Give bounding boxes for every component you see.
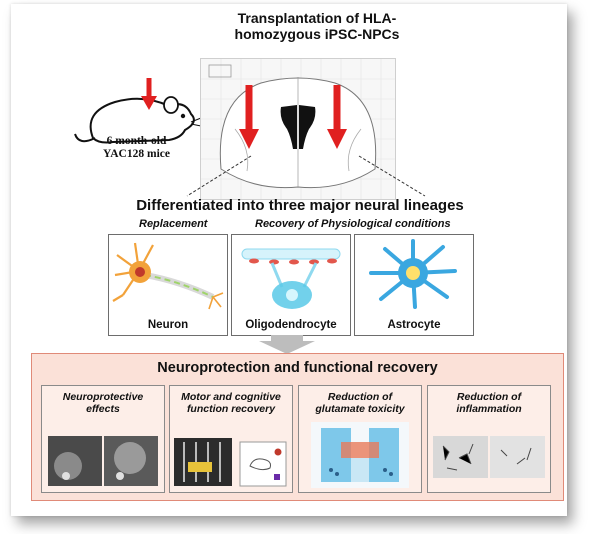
brain-slice-illustration bbox=[201, 59, 395, 199]
mouse-model-label: 6 month-old YAC128 mice bbox=[103, 135, 170, 160]
microglia-staining-image bbox=[433, 436, 545, 478]
transplant-title: Transplantation of HLA- homozygous iPSC-… bbox=[234, 10, 400, 42]
astrocyte-label: Astrocyte bbox=[387, 319, 441, 331]
outcome-title: Reduction of glutamate toxicity bbox=[315, 391, 405, 415]
brain-atlas-section bbox=[200, 58, 396, 200]
neuron-panel: Neuron bbox=[108, 234, 228, 336]
outcome-title: Motor and cognitive function recovery bbox=[181, 391, 281, 415]
behavior-test-image bbox=[174, 438, 287, 487]
astrocyte-icon bbox=[369, 239, 457, 309]
figure-card: Transplantation of HLA- homozygous iPSC-… bbox=[11, 4, 567, 516]
oligodendrocyte-panel: Oligodendrocyte bbox=[231, 234, 351, 336]
replacement-label: Replacement bbox=[139, 218, 208, 230]
synapse-diagram-image bbox=[311, 422, 409, 488]
differentiation-heading: Differentiated into three major neural l… bbox=[136, 197, 464, 214]
astrocyte-panel: Astrocyte bbox=[354, 234, 474, 336]
neuron-icon bbox=[112, 242, 224, 310]
down-arrow-icon bbox=[259, 335, 315, 354]
outcome-neuroprotective: Neuroprotective effects bbox=[41, 385, 165, 493]
outcome-title: Neuroprotective effects bbox=[62, 391, 144, 415]
brain-histology-image bbox=[48, 436, 158, 486]
oligodendrocyte-icon bbox=[241, 248, 341, 309]
outcomes-panel: Neuroprotection and functional recovery … bbox=[31, 353, 564, 501]
zoom-dashed-lines bbox=[186, 155, 426, 197]
outcome-motor-cognitive: Motor and cognitive function recovery bbox=[169, 385, 293, 493]
recovery-label: Recovery of Physiological conditions bbox=[255, 218, 451, 230]
outcome-glutamate: Reduction of glutamate toxicity bbox=[298, 385, 422, 493]
outcomes-title: Neuroprotection and functional recovery bbox=[157, 360, 438, 376]
outcome-title: Reduction of inflammation bbox=[456, 391, 522, 415]
oligodendrocyte-label: Oligodendrocyte bbox=[245, 319, 337, 331]
neuron-label: Neuron bbox=[147, 319, 189, 331]
outcome-inflammation: Reduction of inflammation bbox=[427, 385, 551, 493]
mouse-icon bbox=[74, 78, 202, 144]
